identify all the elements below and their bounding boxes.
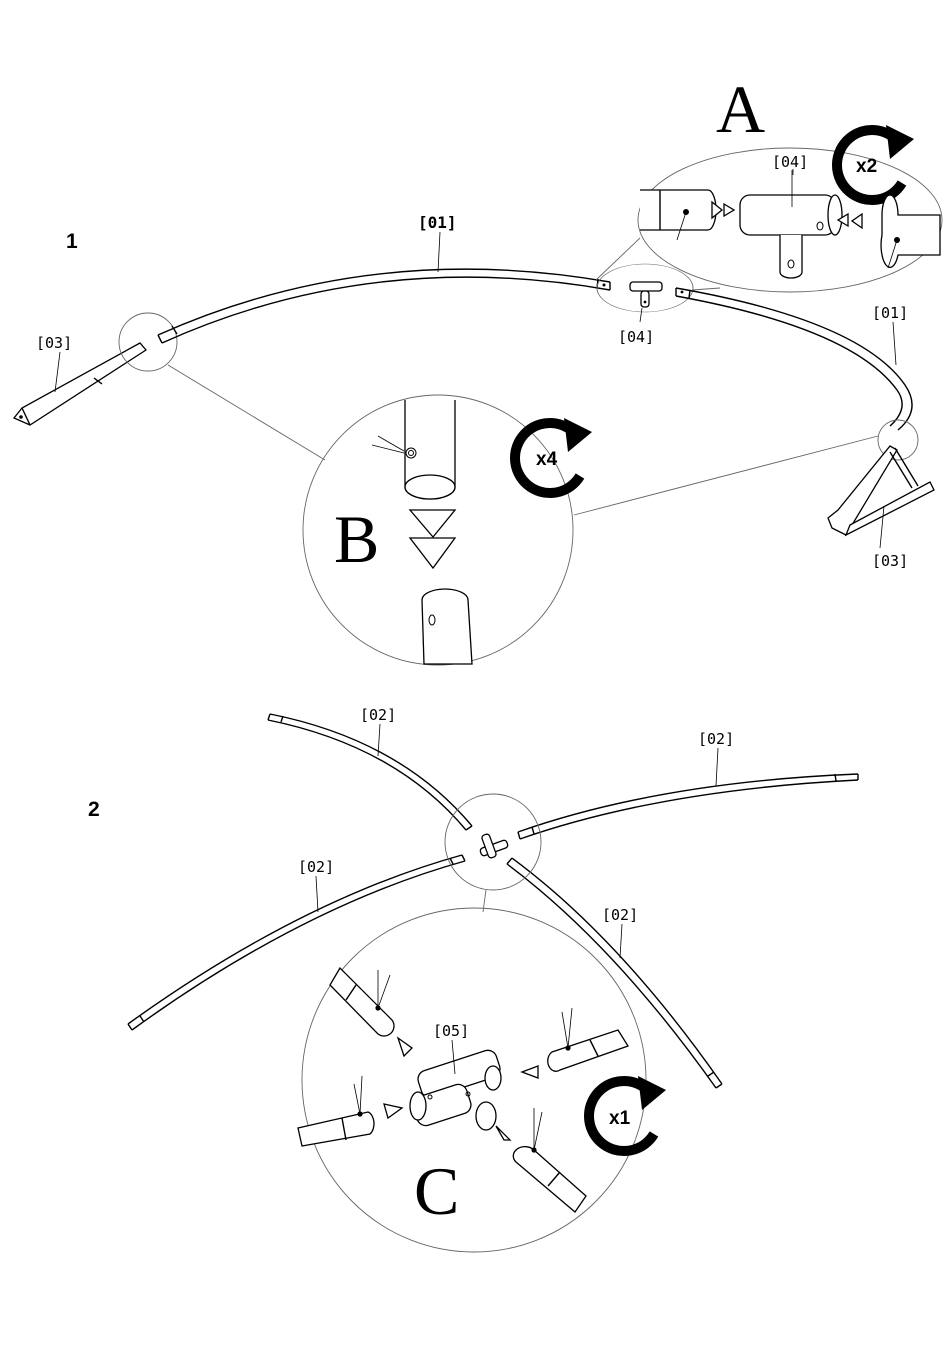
detail-b-leader-1	[168, 365, 325, 460]
leader-pole-right	[893, 322, 896, 365]
push-arrow-icon	[384, 1104, 402, 1118]
pole-02-bottom-left	[128, 855, 465, 1030]
label-hub: [05]	[433, 1022, 469, 1040]
push-arrow-icon	[522, 1066, 538, 1078]
detail-a-leader-2	[692, 288, 720, 290]
label-leg-left: [03]	[36, 334, 72, 352]
detail-b-parts	[372, 400, 472, 664]
detail-b-leader-2	[574, 436, 878, 515]
pole-02-top-right	[518, 774, 858, 839]
step-2-number: 2	[88, 798, 100, 821]
detail-c-repeat: x1	[609, 1108, 631, 1129]
label-leg-right: [03]	[872, 552, 908, 570]
detail-a-leader-1	[596, 238, 640, 280]
leader-connector	[640, 308, 642, 322]
push-arrow-icon	[410, 510, 455, 537]
detail-b-source-circle	[119, 313, 177, 371]
detail-c-source-circle	[445, 794, 541, 890]
connector-04-small	[630, 282, 662, 307]
label-pole-left: [01]	[418, 213, 457, 232]
hub-05-small	[479, 833, 508, 858]
label-detail-connector: [04]	[772, 153, 808, 171]
leg-right	[828, 446, 934, 535]
pole-01-left	[158, 269, 610, 343]
leader-bottom-right	[620, 924, 622, 958]
pole-02-bottom-right	[507, 858, 722, 1088]
label-pole-right: [01]	[872, 304, 908, 322]
detail-c-parts	[298, 968, 628, 1212]
label-bottom-right: [02]	[602, 906, 638, 924]
pole-02-top-left	[268, 714, 472, 830]
label-bottom-left: [02]	[298, 858, 334, 876]
detail-b-repeat: x4	[536, 449, 558, 470]
label-connector: [04]	[618, 328, 654, 346]
leg-left	[14, 343, 146, 425]
step-1-number: 1	[66, 230, 78, 253]
push-arrow-icon	[398, 1038, 412, 1056]
detail-c-letter: C	[414, 1153, 459, 1229]
detail-a-repeat: x2	[856, 156, 877, 177]
push-arrow-icon	[712, 202, 722, 218]
leader-top-right	[716, 748, 718, 786]
detail-b-letter: B	[334, 501, 379, 577]
push-arrow-icon	[496, 1126, 510, 1140]
label-top-right: [02]	[698, 730, 734, 748]
leader-pole-left	[438, 232, 440, 272]
detail-a-letter: A	[716, 71, 765, 147]
leader-bottom-left	[316, 876, 318, 912]
leader-leg-left	[55, 352, 60, 392]
label-top-left: [02]	[360, 706, 396, 724]
